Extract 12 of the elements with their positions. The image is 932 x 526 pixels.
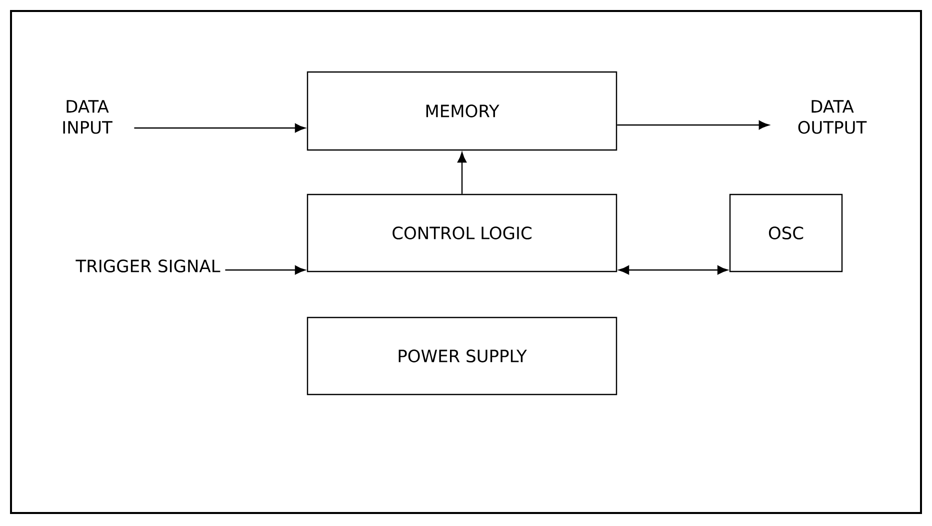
arrow — [225, 265, 306, 274]
text-label: TRIGGER SIGNAL — [76, 260, 220, 272]
arrow — [458, 152, 466, 194]
arrow — [617, 120, 770, 130]
memory-box: MEMORY — [306, 71, 618, 151]
logic-box: CONTROL LOGIC — [306, 194, 618, 272]
power-supply-box: POWER SUPPLY — [306, 316, 618, 396]
arrow — [618, 265, 728, 274]
text-label: DATA OUTPUT — [798, 100, 867, 134]
arrow — [134, 124, 306, 132]
oscillator-box: OSC — [729, 194, 843, 272]
text-label: DATA INPUT — [63, 100, 112, 134]
